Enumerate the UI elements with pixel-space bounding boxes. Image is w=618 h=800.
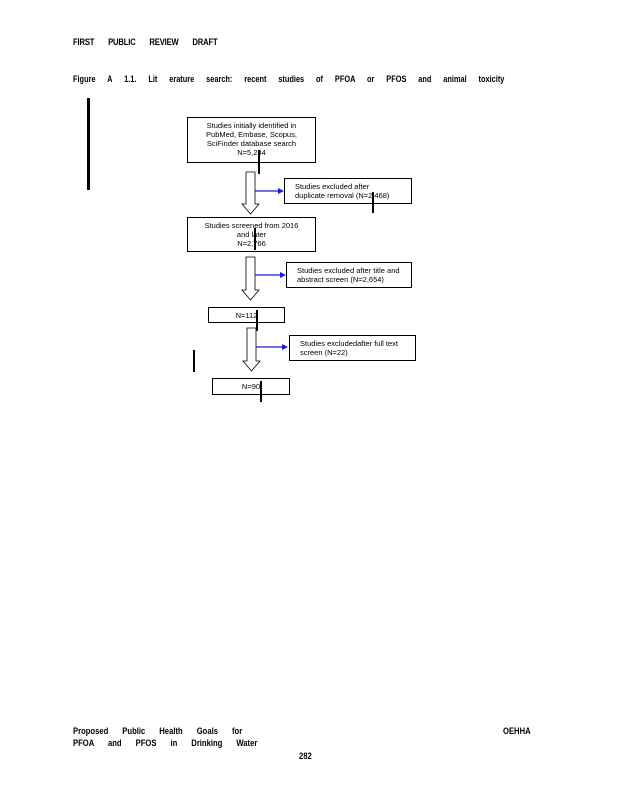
footer-left-line1: Proposed Public Health Goals for — [73, 726, 243, 736]
figure-caption: Figure A 1.1. Lit erature search: recent… — [73, 74, 505, 84]
excluded-fulltext-line1: Studies excludedafter full text — [300, 339, 398, 348]
excluded-duplicate-line1: Studies excluded after — [295, 182, 370, 191]
footer-right: OEHHA — [503, 726, 531, 736]
excluded-title-line1: Studies excluded after title and — [297, 266, 400, 275]
screened-line2: and later — [236, 230, 267, 239]
side-arrow-1-head — [278, 188, 284, 194]
screened-line1: Studies screened from 2016 — [204, 221, 299, 230]
identified-count: N=5,234 — [237, 148, 266, 157]
margin-bar-small — [193, 350, 195, 372]
screened-count: N=2,766 — [237, 239, 266, 248]
down-arrow-2 — [241, 256, 260, 301]
mark-2 — [372, 192, 374, 213]
after-screen-count: N=112 — [235, 311, 258, 320]
mark-5 — [260, 381, 262, 402]
side-arrow-3-head — [282, 344, 288, 350]
mark-3 — [254, 228, 256, 250]
identified-line1: Studies initially identified in — [206, 121, 297, 130]
down-arrow-3 — [242, 327, 261, 372]
excluded-fulltext-box: Studies excludedafter full text screen (… — [289, 335, 416, 361]
margin-bar — [87, 98, 90, 190]
identified-line3: SciFinder database search — [206, 139, 297, 148]
screened-box: Studies screened from 2016 and later N=2… — [187, 217, 316, 252]
excluded-fulltext-line2: screen (N=22) — [300, 348, 348, 357]
after-screen-box: N=112 — [208, 307, 285, 323]
excluded-duplicate-box: Studies excluded after duplicate removal… — [284, 178, 412, 204]
draft-header: FIRST PUBLIC REVIEW DRAFT — [73, 37, 218, 47]
final-box: N=90 — [212, 378, 290, 395]
side-arrow-2-head — [280, 272, 286, 278]
final-count: N=90 — [241, 382, 261, 391]
mark-1 — [258, 150, 260, 174]
identified-box: Studies initially identified in PubMed, … — [187, 117, 316, 163]
identified-line2: PubMed, Embase, Scopus, — [206, 130, 297, 139]
excluded-title-line2: abstract screen (N=2,654) — [297, 275, 384, 284]
mark-4 — [256, 310, 258, 331]
excluded-title-box: Studies excluded after title and abstrac… — [286, 262, 412, 288]
excluded-duplicate-line2: duplicate removal (N=2,468) — [295, 191, 390, 200]
page-number: 282 — [299, 751, 312, 761]
down-arrow-1 — [241, 171, 260, 215]
footer-left-line2: PFOA and PFOS in Drinking Water — [73, 738, 258, 748]
